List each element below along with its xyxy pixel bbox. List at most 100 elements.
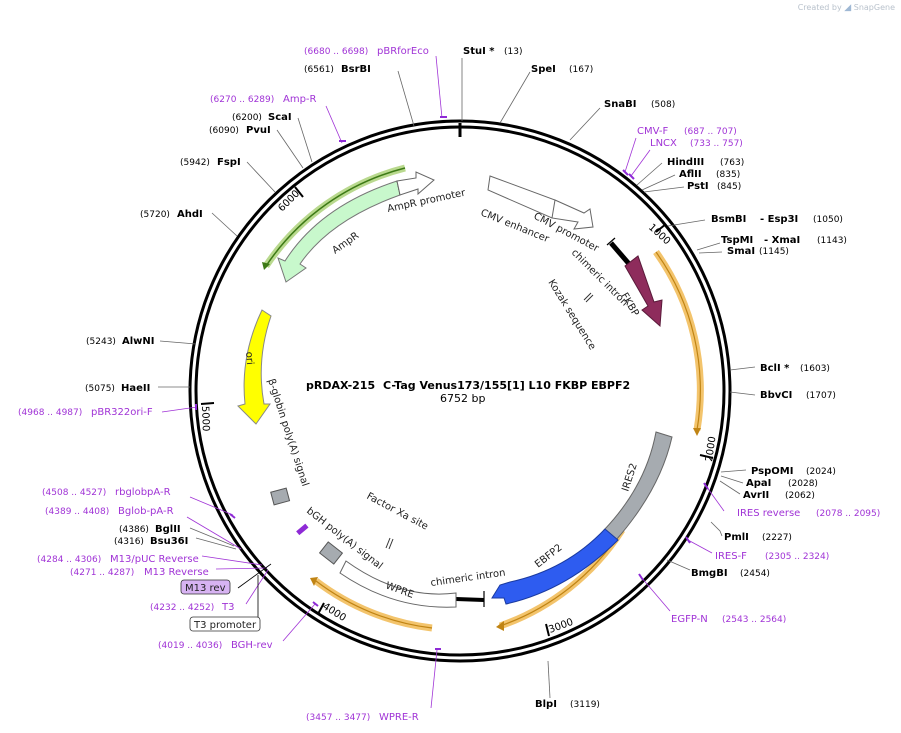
- site-blpi-pos: (3119): [570, 700, 600, 710]
- site-ahdi: AhdI: [177, 209, 203, 220]
- wpre-orf-line: [315, 580, 433, 629]
- primer-m13-reverse: M13 Reverse: [144, 567, 209, 578]
- label-chimeric-intron-bottom: chimeric intron: [430, 568, 506, 589]
- site-bsrbi: BsrBI: [341, 64, 371, 75]
- site-psti-pos: (845): [717, 182, 741, 192]
- site-apai: ApaI: [746, 478, 771, 489]
- primer-ires-reverse: IRES reverse: [737, 508, 800, 519]
- ampr-feature: [277, 180, 401, 283]
- site-apai-pos: (2028): [788, 479, 818, 489]
- boxed-leaders: [237, 563, 272, 617]
- site-aflii: AflII: [679, 169, 702, 180]
- ampr-promoter-feature: [396, 171, 435, 196]
- label-beta-globin-polya: β-globin poly(A) signal: [265, 378, 310, 488]
- primer-pbr322orif-range: (4968 .. 4987): [18, 408, 82, 418]
- primer-pbrforeco: pBRforEco: [377, 46, 429, 57]
- m13-feature-mark: [296, 523, 309, 536]
- primer-egfpn-range: (2543 .. 2564): [722, 615, 786, 625]
- site-pvui-pos: (6090): [209, 126, 239, 136]
- tick-marks: [200, 186, 714, 637]
- ampr-orf-arrowhead: [262, 262, 270, 270]
- site-haeii-pos: (5075): [85, 384, 115, 394]
- site-bglii: BglII: [155, 524, 181, 535]
- ori-feature: [237, 309, 272, 425]
- ires2-feature: [603, 431, 673, 541]
- site-bsrbi-pos: (6561): [304, 65, 334, 75]
- site-stui: StuI *: [463, 46, 495, 57]
- primer-wprer-range: (3457 .. 3477): [306, 713, 370, 723]
- primer-m13puc-reverse: M13/pUC Reverse: [110, 554, 199, 565]
- primer-marks: [195, 116, 709, 650]
- backbone-outer-ring: [188, 119, 732, 663]
- primer-bglobpar: Bglob-pA-R: [118, 506, 174, 517]
- m13-rev-box: [180, 579, 231, 595]
- site-bcli: BclI *: [760, 363, 790, 374]
- tick-label-3000: 3000: [547, 617, 575, 636]
- site-labels: StuI * (13) SpeI (167) SnaBI (508) HindI…: [85, 46, 847, 710]
- primer-iresf-range: (2305 .. 2324): [765, 552, 829, 562]
- site-bglii-pos: (4386): [119, 525, 149, 535]
- site-bsu36i-pos: (4316): [114, 537, 144, 547]
- primer-t3-range: (4232 .. 4252): [150, 603, 214, 613]
- site-bsmbi: BsmBI: [711, 214, 746, 225]
- primer-labels: (6680 .. 6698) pBRforEco (6270 .. 6289) …: [18, 46, 880, 723]
- factor-xa-marker: [385, 537, 391, 549]
- plasmid-name: pRDAX-215: [306, 379, 375, 392]
- boxed-labels: M13 rev T3 promoter: [180, 579, 261, 632]
- site-tspmi: TspMI: [721, 235, 753, 246]
- site-scai: ScaI: [268, 112, 292, 123]
- chimeric-intron-top-feature: [609, 241, 632, 267]
- site-pvui: PvuI: [246, 125, 271, 136]
- site-avrii-pos: (2062): [785, 491, 815, 501]
- site-bmgbi: BmgBI: [691, 568, 728, 579]
- site-psti: PstI: [687, 181, 709, 192]
- site-stui-pos: (13): [504, 47, 522, 57]
- primer-pbrforeco-range: (6680 .. 6698): [304, 47, 368, 57]
- site-bsu36i: Bsu36I: [150, 536, 188, 547]
- credit-brand: SnapGene: [853, 3, 895, 12]
- chimeric-intron-bottom-feature: [455, 597, 485, 602]
- primer-bghrev: BGH-rev: [231, 640, 273, 651]
- ebfp2-orf-arrowhead: [496, 621, 504, 631]
- site-pmli-pos: (2227): [762, 533, 792, 543]
- site-bcli-pos: (1603): [800, 364, 830, 374]
- fkbp-orf-arrowhead: [693, 428, 701, 436]
- primer-bghrev-range: (4019 .. 4036): [158, 641, 222, 651]
- tick-label-2000: 2000: [704, 436, 718, 463]
- fkbp-feature: [624, 255, 663, 328]
- label-ampr: AmpR: [330, 230, 361, 256]
- site-bbvci-pos: (1707): [806, 391, 836, 401]
- site-smai: SmaI: [727, 246, 755, 257]
- wpre-feature: [339, 560, 457, 608]
- snapgene-credit: Created by ◢ SnapGene: [798, 3, 895, 13]
- snapgene-logo-icon: ◢: [844, 3, 852, 13]
- site-snabi: SnaBI: [604, 99, 636, 110]
- site-smai-pos: (1145): [759, 247, 789, 257]
- site-ahdi-pos: (5720): [140, 210, 170, 220]
- primer-rbglobpar: rbglobpA-R: [115, 487, 171, 498]
- site-fspi: FspI: [217, 157, 241, 168]
- site-pmli: PmlI: [724, 532, 749, 543]
- site-avrii: AvrII: [743, 490, 769, 501]
- site-alwni: AlwNI: [122, 336, 155, 347]
- primer-rbglobpar-range: (4508 .. 4527): [42, 488, 106, 498]
- site-esp3i: - Esp3I: [760, 214, 798, 225]
- primer-m13-reverse-range: (4271 .. 4287): [70, 568, 134, 578]
- tick-label-5000: 5000: [199, 406, 211, 432]
- kozak-marker: [583, 292, 592, 301]
- site-tspmi-pos: (1143): [817, 236, 847, 246]
- site-hindiii: HindIII: [667, 157, 704, 168]
- site-xmai: - XmaI: [764, 235, 800, 246]
- t3-promoter-box: [189, 616, 261, 632]
- plasmid-description: C-Tag Venus173/155[1] L10 FKBP EBPF2: [383, 379, 630, 392]
- site-pspomi-pos: (2024): [806, 467, 836, 477]
- primer-cmvf-range: (687 .. 707): [684, 127, 737, 137]
- primer-egfpn: EGFP-N: [671, 614, 708, 625]
- site-bmgbi-pos: (2454): [740, 569, 770, 579]
- primer-m13puc-reverse-range: (4284 .. 4306): [37, 555, 101, 565]
- site-pspomi: PspOMI: [751, 466, 793, 477]
- primer-ampr-range: (6270 .. 6289): [210, 95, 274, 105]
- site-leaders: [158, 58, 756, 699]
- site-bsmbi-pos: (1050): [813, 215, 843, 225]
